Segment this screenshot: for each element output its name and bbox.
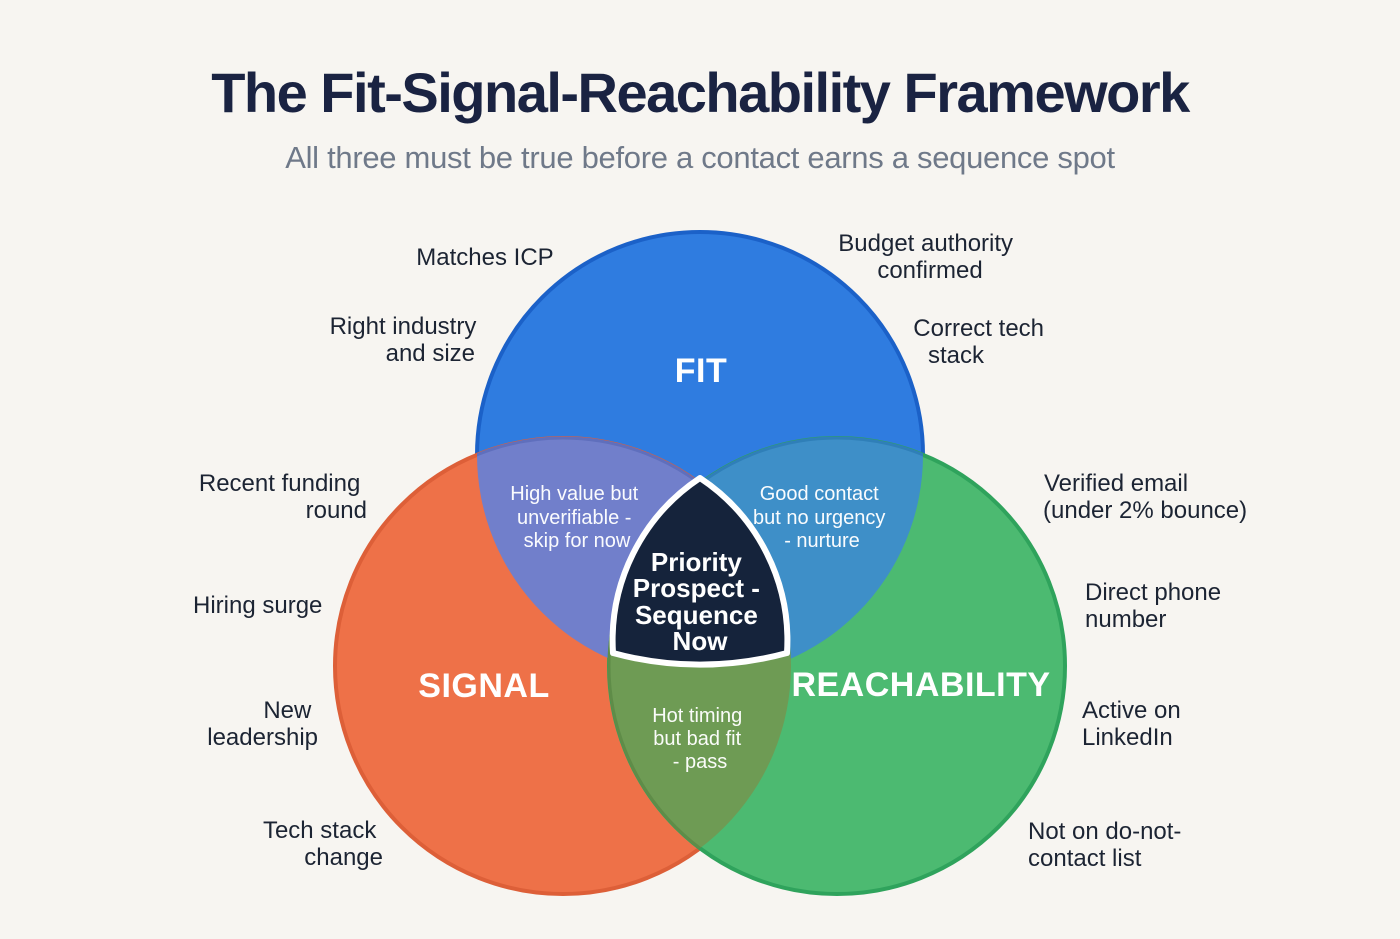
- page-title: The Fit-Signal-Reachability Framework: [211, 61, 1191, 124]
- signal-reachability-overlap-label: Hot timing but bad fit - pass: [652, 705, 748, 773]
- priority-prospect-label: Priority Prospect - Sequence Now: [633, 547, 767, 656]
- fit-attr-budget-authority: Budget authority confirmed: [838, 230, 1019, 284]
- reachability-attr-direct-phone: Direct phone number: [1085, 579, 1228, 633]
- signal-attr-tech-stack-change: Tech stack change: [263, 817, 383, 871]
- signal-attr-new-leadership: New leadership: [207, 697, 318, 751]
- reachability-attr-active-linkedin: Active on LinkedIn: [1082, 697, 1187, 751]
- page-subtitle: All three must be true before a contact …: [285, 140, 1115, 175]
- reachability-label: REACHABILITY: [791, 666, 1050, 704]
- signal-attr-hiring-surge: Hiring surge: [193, 592, 322, 619]
- fit-attr-matches-icp: Matches ICP: [416, 244, 553, 271]
- fit-attr-correct-tech-stack: Correct tech stack: [913, 315, 1050, 369]
- fit-signal-overlap-label: High value but unverifiable - skip for n…: [510, 483, 643, 552]
- center-priority-shape: [609, 475, 791, 668]
- fit-attr-right-industry: Right industry and size: [330, 313, 483, 367]
- reachability-attr-not-on-dnc: Not on do-not- contact list: [1028, 818, 1188, 872]
- fit-reachability-overlap-label: Good contact but no urgency - nurture: [753, 483, 891, 552]
- signal-label: SIGNAL: [418, 667, 549, 705]
- reachability-attr-verified-email: Verified email (under 2% bounce): [1043, 470, 1247, 524]
- signal-attr-recent-funding: Recent funding round: [199, 470, 367, 524]
- fit-label: FIT: [675, 352, 727, 390]
